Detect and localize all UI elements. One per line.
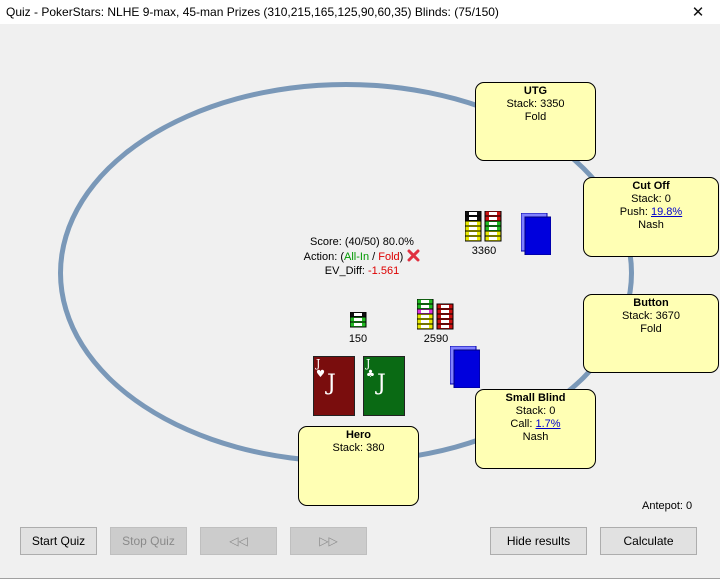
card-rank: J [366,357,371,370]
wrong-answer-icon [407,249,420,262]
seat-name: UTG [523,85,548,97]
seat-result: Nash [522,431,549,443]
cutoff-bet-chips-icon [465,211,502,242]
status-strip [0,578,720,585]
seat-stack: Stack: 0 [515,405,556,417]
card-rank-large: J [327,371,336,396]
action-prefix: Action: ( [303,251,345,263]
seat-name: Hero [345,429,372,441]
seat-action: Fold [524,111,547,123]
antepot-label: Antepot: 0 [642,500,693,512]
hero-card-2: J ♣ J [363,356,405,416]
ev-diff-line: EV_Diff: -1.561 [292,264,432,278]
next-button[interactable]: ▷▷ [290,527,367,555]
ev-label: EV_Diff: [324,265,368,277]
call-label: Call: [510,418,536,430]
seat-stack: Stack: 3670 [621,310,681,322]
previous-button[interactable]: ◁◁ [200,527,277,555]
title-bar: Quiz - PokerStars: NLHE 9-max, 45-man Pr… [0,0,720,24]
small-blind-bet-chips-icon [417,299,454,330]
seat-button: Button Stack: 3670 Fold [583,294,719,373]
stop-quiz-button[interactable]: Stop Quiz [110,527,187,555]
close-icon: ✕ [691,4,705,21]
seat-call: Call: 1.7% [476,418,595,431]
heart-suit-icon: ♥ [316,369,325,380]
action-allin: All-In [344,251,370,263]
card-rank-large: J [377,371,386,396]
action-suffix: ) [399,251,404,263]
seat-stack: Stack: 380 [332,442,385,454]
seat-name: Button [633,297,669,309]
window-title: Quiz - PokerStars: NLHE 9-max, 45-man Pr… [6,5,499,19]
seat-utg: UTG Stack: 3350 Fold [475,82,596,161]
hero-bet-chips-icon [350,312,367,328]
small-blind-bet-amount: 2590 [423,333,449,345]
call-range-link[interactable]: 1.7% [535,418,561,430]
seat-result: Nash [638,219,664,231]
action-slash: / [369,251,379,263]
seat-stack: Stack: 0 [631,193,671,205]
seat-stack: Stack: 3350 [506,98,565,110]
score-panel: Score: (40/50) 80.0% Action: (All-In / F… [292,235,432,278]
seat-push: Push: 19.8% [584,206,718,219]
club-suit-icon: ♣ [366,369,375,380]
action-fold: Fold [378,251,400,263]
start-quiz-button[interactable]: Start Quiz [20,527,97,555]
push-label: Push: [619,206,651,218]
seat-name: Small Blind [505,392,566,404]
seat-hero: Hero Stack: 380 [298,426,419,506]
cutoff-bet-amount: 3360 [471,245,497,257]
hero-card-1: J ♥ J [313,356,355,416]
seat-small-blind: Small Blind Stack: 0 Call: 1.7% Nash [475,389,596,469]
close-window-button[interactable]: ✕ [676,0,720,24]
score-line: Score: (40/50) 80.0% [310,236,414,248]
calculate-button[interactable]: Calculate [600,527,697,555]
ev-value: -1.561 [368,265,400,277]
dealer-deck-icon [521,213,551,255]
seat-cut-off: Cut Off Stack: 0 Push: 19.8% Nash [583,177,719,257]
seat-action: Fold [640,323,662,335]
seat-name: Cut Off [632,180,670,192]
hero-bet-amount: 150 [348,333,368,345]
push-range-link[interactable]: 19.8% [650,206,683,218]
action-line: Action: (All-In / Fold) [292,249,432,264]
small-blind-deck-icon [450,346,480,388]
hide-results-button[interactable]: Hide results [490,527,587,555]
card-rank: J [316,357,321,370]
